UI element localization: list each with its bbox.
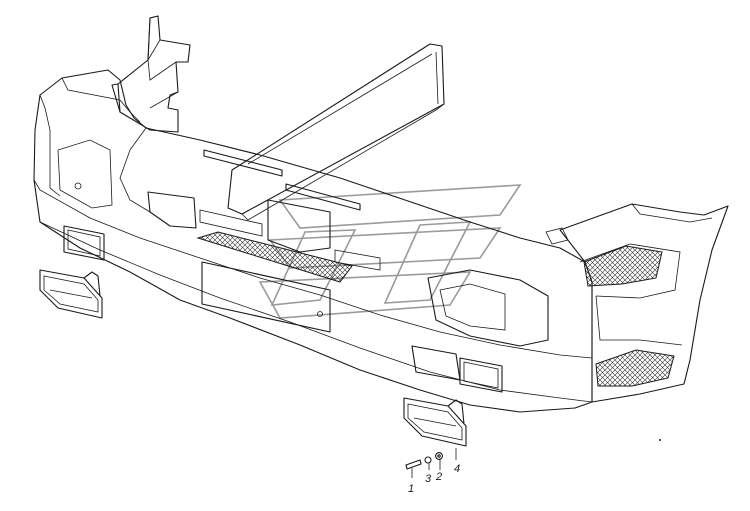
left-mounting-bracket	[111, 15, 191, 133]
frame-rail	[227, 43, 445, 221]
bolt	[405, 459, 422, 470]
callout-label-4: 4	[454, 463, 460, 475]
right-fog-lamp	[403, 397, 467, 447]
callout-labels: 1 3 2 4	[408, 463, 460, 495]
left-fog-lamp	[39, 269, 103, 319]
lock-washer	[424, 456, 432, 464]
center-grille	[196, 231, 353, 283]
right-step-assembly	[545, 203, 729, 403]
stray-dot	[659, 439, 661, 441]
left-fog-lamp-recess	[63, 225, 105, 261]
flat-washer	[435, 452, 443, 460]
callout-label-1: 1	[408, 483, 414, 495]
fastener-parts	[405, 448, 457, 478]
callout-label-2: 2	[435, 471, 442, 483]
right-fog-lamp-recess	[411, 345, 503, 393]
callout-label-3: 3	[425, 473, 432, 485]
bumper-body	[33, 69, 593, 413]
